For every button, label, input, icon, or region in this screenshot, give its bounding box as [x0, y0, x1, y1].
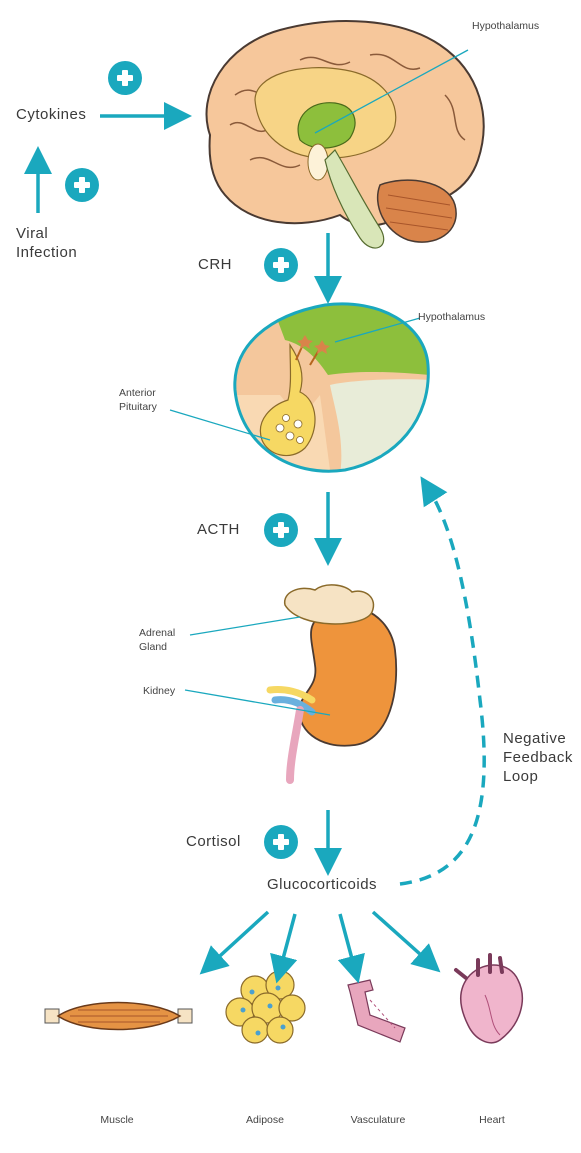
- plus-badge-cortisol: [264, 825, 298, 859]
- acth-label: ACTH: [197, 521, 240, 538]
- adrenal-gland-label: Adrenal Gland: [139, 626, 175, 654]
- adipose-label: Adipose: [246, 1113, 284, 1127]
- plus-badge-acth: [264, 513, 298, 547]
- hypothalamus-inset-label: Hypothalamus: [418, 310, 485, 324]
- arrow-to-muscle: [210, 912, 268, 965]
- cortisol-label: Cortisol: [186, 833, 241, 850]
- vasculature-label: Vasculature: [351, 1113, 406, 1127]
- heart-label: Heart: [479, 1113, 505, 1127]
- hypothalamus-brain-label: Hypothalamus: [472, 19, 539, 33]
- plus-badge-crh: [264, 248, 298, 282]
- anterior-pituitary-label: Anterior Pituitary: [119, 386, 157, 414]
- pituitary-inset-illustration: [230, 300, 430, 475]
- vasculature-illustration: [348, 980, 405, 1042]
- negative-feedback-loop-label: Negative Feedback Loop: [503, 729, 573, 786]
- muscle-label: Muscle: [100, 1113, 133, 1127]
- crh-label: CRH: [198, 256, 232, 273]
- arrow-to-adipose: [280, 914, 295, 970]
- negative-feedback-arrow: [400, 488, 484, 884]
- plus-badge-infection: [65, 168, 99, 202]
- heart-illustration: [456, 955, 522, 1043]
- glucocorticoids-label: Glucocorticoids: [267, 876, 377, 893]
- muscle-illustration: [45, 1003, 192, 1030]
- plus-badge-cytokines: [108, 61, 142, 95]
- kidney-illustration: [270, 585, 396, 780]
- cytokines-label: Cytokines: [16, 106, 86, 123]
- arrow-to-heart: [373, 912, 430, 963]
- kidney-label: Kidney: [143, 684, 175, 698]
- brain-illustration: [207, 21, 484, 248]
- adipose-illustration: [226, 971, 305, 1043]
- viral-infection-label: Viral Infection: [16, 224, 77, 262]
- arrow-to-vasculature: [340, 914, 355, 970]
- flow-arrows: [38, 116, 484, 970]
